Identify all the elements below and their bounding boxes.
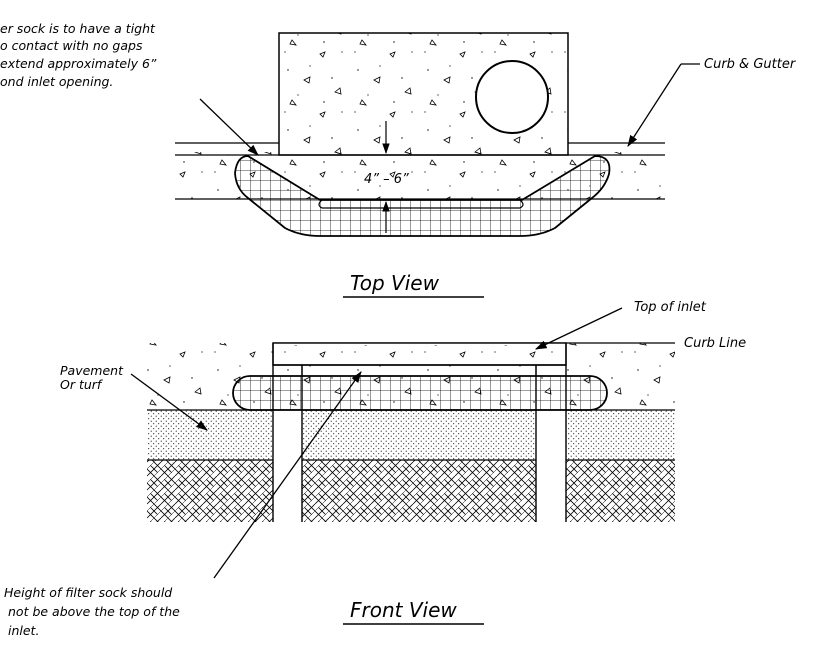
dimension-label: 4” – 6” <box>364 172 409 187</box>
sock-contact-leader <box>199 98 259 156</box>
top-view-title: Top View <box>350 271 440 295</box>
pavement-or-turf-layer <box>147 410 675 460</box>
inlet-pipe-opening <box>475 60 549 134</box>
front-view: Top of inlet Curb Line Front View <box>130 300 746 625</box>
svg-text:er sock is to have a tight: er sock is to have a tight <box>0 21 156 36</box>
top-view: 4” – 6” Curb & Gutter Top View <box>175 32 797 298</box>
filter-sock-front-view <box>232 375 608 411</box>
curb-gutter-label: Curb & Gutter <box>704 57 797 72</box>
svg-text:Pavement: Pavement <box>60 363 124 378</box>
filter-sock-top-view <box>234 155 611 237</box>
height-note: Height of filter sock should not be abov… <box>4 585 180 638</box>
svg-text:ond inlet opening.: ond inlet opening. <box>0 74 113 89</box>
top-of-inlet-label: Top of inlet <box>634 300 707 315</box>
sock-contact-note: er sock is to have a tight o contact wit… <box>0 21 157 89</box>
pavement-leader <box>130 373 208 431</box>
height-note-leader <box>213 371 362 579</box>
svg-text:Height of filter sock should: Height of filter sock should <box>4 585 172 600</box>
svg-text:Or turf: Or turf <box>60 377 103 392</box>
svg-text:extend approximately 6”: extend approximately 6” <box>0 56 157 71</box>
svg-text:not be above the top of the: not be above the top of the <box>8 604 180 619</box>
curb-line-label: Curb Line <box>684 336 746 351</box>
svg-text:inlet.: inlet. <box>8 623 39 638</box>
curb-gutter-leader <box>627 63 682 147</box>
sock-inner-curve <box>318 199 524 209</box>
pavement-note: Pavement Or turf <box>60 363 124 392</box>
top-of-inlet-leader <box>534 307 623 350</box>
front-view-title: Front View <box>350 598 457 622</box>
svg-text:o contact with no gaps: o contact with no gaps <box>0 38 143 53</box>
compacted-subgrade-layer <box>147 460 675 522</box>
